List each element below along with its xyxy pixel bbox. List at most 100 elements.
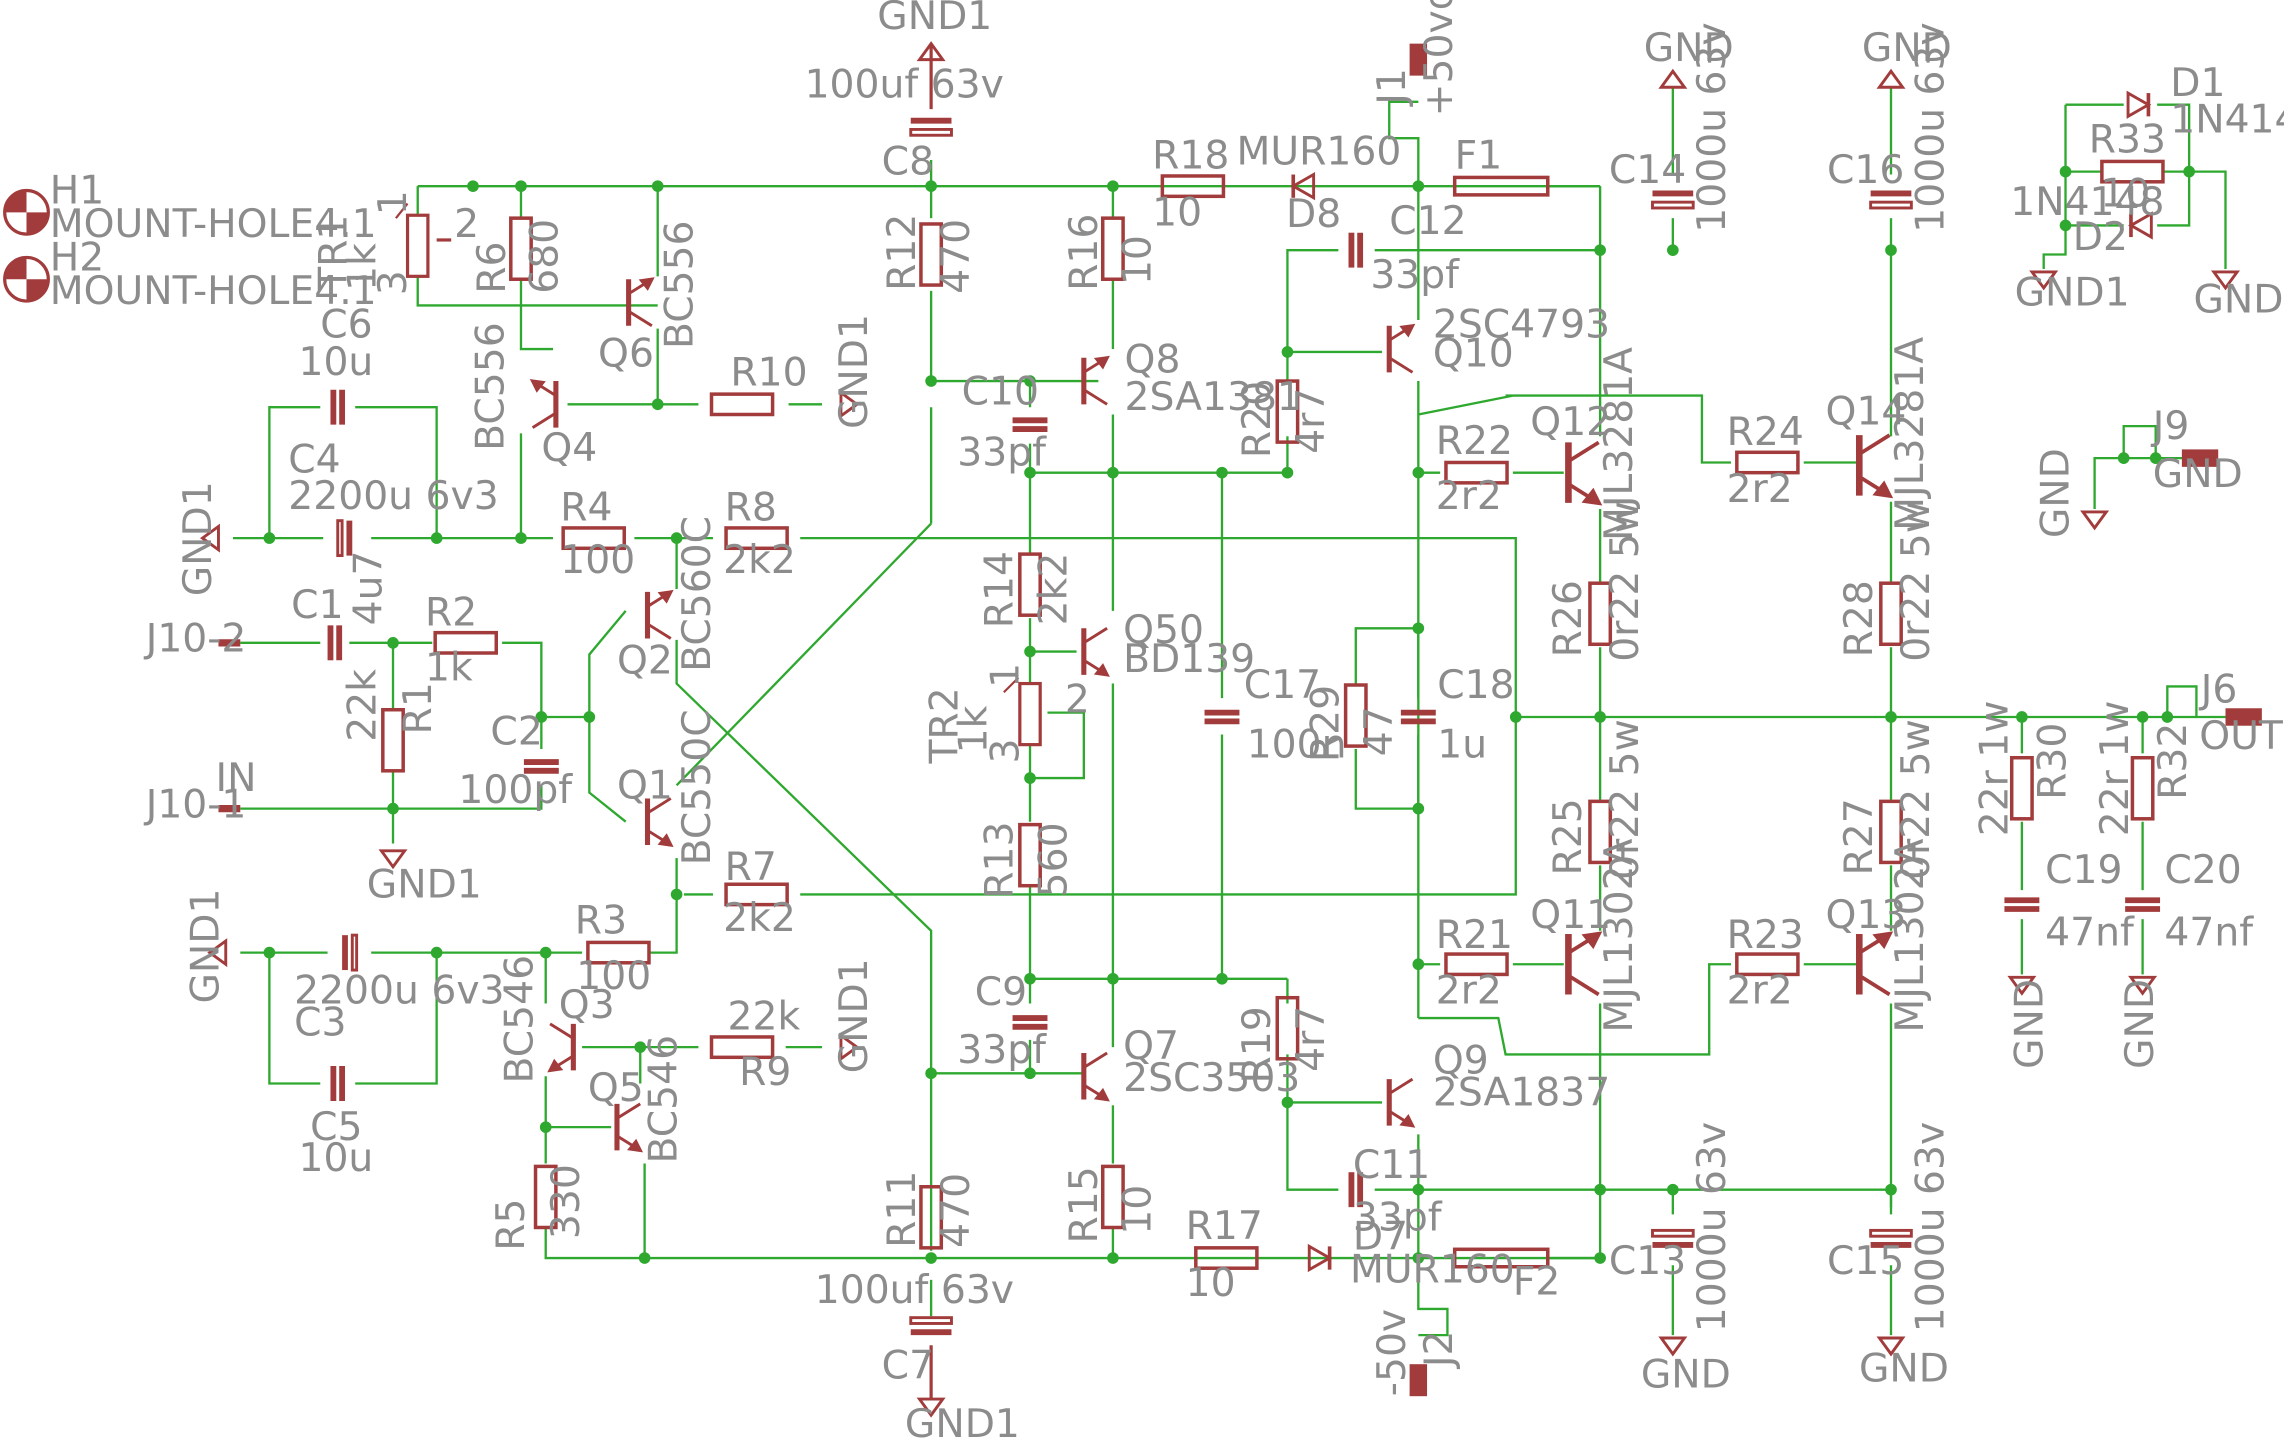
label: 100uf 63v xyxy=(815,1268,1014,1313)
label: C3 xyxy=(294,1001,346,1046)
label: 0r22 5w xyxy=(1603,719,1648,880)
label: R8 xyxy=(725,486,777,531)
label: 4r7 xyxy=(1289,388,1334,454)
junction xyxy=(539,946,552,959)
label: BC556 xyxy=(658,220,703,349)
label: Q10 xyxy=(1433,331,1514,376)
junction xyxy=(1667,1183,1679,1196)
junction xyxy=(1412,1183,1425,1196)
label: R33 xyxy=(2089,118,2166,163)
label: MOUNT-HOLE4.1 xyxy=(50,202,377,247)
label: R16 xyxy=(1062,214,1107,291)
label: GND xyxy=(2194,278,2284,323)
mount-hole-icon xyxy=(3,188,50,236)
wire xyxy=(2166,685,2198,718)
junction xyxy=(1024,772,1036,784)
junction xyxy=(539,1121,552,1133)
capacitor-c20 xyxy=(2125,900,2160,909)
label: R20 xyxy=(1235,381,1280,458)
label: H1 xyxy=(50,169,105,214)
label: GND xyxy=(1859,1347,1949,1392)
junction xyxy=(2161,711,2174,723)
label: R24 xyxy=(1727,410,1804,455)
label: 1000u 63v xyxy=(1908,22,1953,232)
label: BC550C xyxy=(675,709,720,865)
label: 47nf xyxy=(2045,910,2135,955)
wire xyxy=(1354,627,1419,684)
label: 100pf xyxy=(458,768,573,813)
junction xyxy=(2059,219,2072,232)
label: 100uf 63v xyxy=(805,62,1004,107)
junction xyxy=(1281,1096,1294,1109)
label: Q9 xyxy=(1433,1038,1489,1083)
label: R25 xyxy=(1546,798,1591,875)
label: 100 xyxy=(560,538,635,583)
label: 1N4148 xyxy=(2010,180,2164,225)
transistor-q6 xyxy=(629,279,652,326)
capacitor-c1 xyxy=(330,625,339,660)
junction xyxy=(430,946,443,959)
label: R18 xyxy=(1152,134,1229,179)
junction xyxy=(1024,375,1036,387)
transistor-q2 xyxy=(648,592,671,639)
label: +50vdc xyxy=(1417,0,1462,116)
label: R11 xyxy=(880,1171,925,1248)
label: Q12 xyxy=(1530,400,1611,445)
label: 2r2 xyxy=(1436,969,1502,1014)
label: GND1 xyxy=(367,862,482,907)
junction xyxy=(1594,244,1606,256)
label: GND xyxy=(2118,979,2163,1069)
label: 47 xyxy=(1357,706,1402,756)
ground-icon xyxy=(1877,69,1905,89)
label: 2SC3503 xyxy=(1123,1056,1300,1101)
label: H2 xyxy=(50,236,105,281)
transistor-q7 xyxy=(1084,1053,1107,1100)
label: OUT xyxy=(2199,714,2284,759)
junction xyxy=(1594,1252,1606,1264)
label: MOUNT-HOLE4.1 xyxy=(50,269,377,314)
label: 680 xyxy=(522,219,567,294)
label: C20 xyxy=(2164,848,2241,893)
label: R22 xyxy=(1436,419,1513,464)
label: -50v xyxy=(1370,1309,1415,1396)
capacitor-c3 xyxy=(345,935,357,970)
label: C15 xyxy=(1827,1239,1904,1284)
junction xyxy=(1107,972,1119,985)
junction xyxy=(1216,972,1228,985)
label: MJL3281A xyxy=(1888,337,1933,531)
label: 1k xyxy=(425,646,473,691)
connector-j9 xyxy=(2181,449,2219,467)
ground-icon xyxy=(1659,69,1687,89)
label: 2k2 xyxy=(723,896,796,941)
junction xyxy=(1594,711,1606,723)
label: 3 xyxy=(371,270,416,295)
label: 2r2 xyxy=(1727,467,1793,512)
junction xyxy=(1594,1183,1606,1196)
trimmer-tr1 xyxy=(395,202,452,278)
junction xyxy=(515,180,527,192)
label: 10u xyxy=(298,340,373,385)
capacitor-c8 xyxy=(911,121,952,136)
label: D2 xyxy=(2073,215,2128,260)
junction xyxy=(651,398,664,411)
junction xyxy=(1667,244,1679,256)
label: R29 xyxy=(1303,685,1348,762)
label: C8 xyxy=(882,140,934,185)
label: 22k xyxy=(341,669,386,742)
label: 33pf xyxy=(957,1028,1047,1073)
junction xyxy=(1281,346,1294,358)
label: 2SA1381 xyxy=(1125,375,1302,420)
label: GND xyxy=(1644,26,1734,71)
label: TR1 xyxy=(311,215,356,292)
wire xyxy=(675,522,932,787)
junction xyxy=(1885,1183,1897,1196)
label: GND1 xyxy=(176,481,221,596)
label: R1 xyxy=(396,682,441,734)
label: C9 xyxy=(975,970,1027,1015)
junction xyxy=(1885,711,1897,723)
capacitor-c16 xyxy=(1871,193,1912,208)
label: Q1 xyxy=(617,763,673,808)
label: GND1 xyxy=(877,0,992,39)
capacitor-c7 xyxy=(911,1318,952,1333)
label: R27 xyxy=(1837,798,1882,875)
